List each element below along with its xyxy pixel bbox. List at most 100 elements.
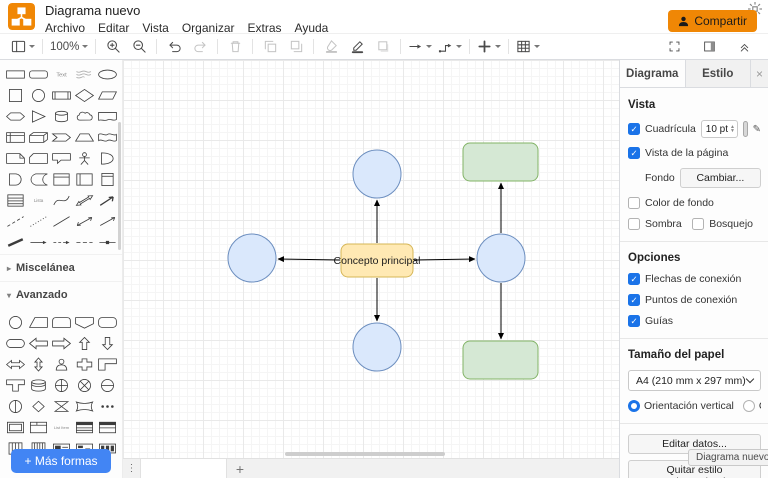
toolbar-shadow-button[interactable] [370, 36, 396, 57]
shape-parallelogram[interactable] [96, 85, 119, 105]
shape-leftright-arrow[interactable] [4, 354, 27, 374]
shape-internal-storage[interactable] [4, 127, 27, 147]
shape-concave[interactable] [73, 396, 96, 416]
shape-circle[interactable] [27, 85, 50, 105]
shape-circle-cross[interactable] [73, 375, 96, 395]
shape-up-arrow[interactable] [73, 333, 96, 353]
toolbar-line-color-button[interactable] [344, 36, 370, 57]
shape-list-item[interactable]: Lista [27, 190, 50, 210]
shape-process[interactable] [50, 85, 73, 105]
shape-textbox[interactable] [73, 64, 96, 84]
checkbox-bosquejo[interactable]: Bosquejo [692, 218, 753, 230]
shape-dashed-line[interactable] [4, 211, 27, 231]
shape-rect[interactable] [4, 64, 27, 84]
shape-arrow[interactable] [27, 232, 50, 252]
shape-and[interactable] [4, 169, 27, 189]
radio-orientacion-vertical[interactable]: Orientación vertical [628, 400, 734, 412]
toolbar-delete-button[interactable] [222, 36, 248, 57]
shape-titled-frame[interactable] [27, 417, 50, 437]
shape-step[interactable] [50, 127, 73, 147]
shape-lined-box[interactable] [73, 417, 96, 437]
diagram-green-node[interactable] [462, 340, 539, 380]
shape-rounded-box[interactable] [96, 312, 119, 332]
shape-cloud[interactable] [73, 106, 96, 126]
shape-rounded-rect[interactable] [27, 64, 50, 84]
toolbar-table-button[interactable] [513, 36, 543, 57]
shape-dotted-line[interactable] [27, 211, 50, 231]
shape-data-storage[interactable] [27, 169, 50, 189]
stepper-icon[interactable]: ▲▼ [730, 124, 735, 134]
shape-tape[interactable] [96, 127, 119, 147]
tab-diagrama[interactable]: Diagrama [620, 60, 686, 87]
shape-directional-arrow[interactable] [96, 211, 119, 231]
toolbar-fill-color-button[interactable] [318, 36, 344, 57]
diagram-center-node[interactable] [340, 243, 414, 278]
toolbar-insert-button[interactable] [474, 36, 504, 57]
document-title[interactable]: Diagrama nuevo [45, 3, 141, 18]
shape-square[interactable] [4, 85, 27, 105]
shape-callout[interactable] [50, 148, 73, 168]
toolbar-collapse-expand-button[interactable] [731, 36, 757, 57]
shape-double-arrow[interactable] [73, 211, 96, 231]
shape-text[interactable]: Text [50, 64, 73, 84]
toolbar-to-front-button[interactable] [257, 36, 283, 57]
shape-actor[interactable] [73, 148, 96, 168]
shape-down-arrow[interactable] [96, 333, 119, 353]
shape-dashed-arrow[interactable] [50, 232, 73, 252]
shape-tee[interactable] [4, 375, 27, 395]
menu-organizar[interactable]: Organizar [181, 21, 235, 35]
checkbox-puntos-de-conexion[interactable]: ✓Puntos de conexión [628, 294, 737, 306]
shape-bidirectional-arrow[interactable] [73, 190, 96, 210]
paper-size-select[interactable]: A4 (210 mm x 297 mm) [628, 370, 761, 391]
shape-line[interactable] [50, 211, 73, 231]
shape-triangle[interactable] [27, 106, 50, 126]
checkbox-cuadricula[interactable]: ✓ Cuadrícula [628, 123, 696, 135]
shape-small-diamond[interactable] [27, 396, 50, 416]
shape-dots[interactable] [96, 396, 119, 416]
menu-extras[interactable]: Extras [247, 21, 282, 35]
pages-menu-icon[interactable]: ⋮ [126, 463, 137, 474]
canvas-horizontal-scrollbar[interactable] [285, 452, 445, 456]
shape-lined-box2[interactable] [96, 417, 119, 437]
shape-hourglass[interactable] [50, 396, 73, 416]
grid-size-input[interactable]: 10 pt ▲▼ [700, 120, 738, 138]
more-shapes-button[interactable]: + Más formas [11, 449, 111, 473]
menu-archivo[interactable]: Archivo [45, 21, 86, 35]
toolbar-to-back-button[interactable] [283, 36, 309, 57]
shape-or[interactable] [96, 148, 119, 168]
shape-user[interactable] [50, 354, 73, 374]
toolbar-connection-button[interactable] [405, 36, 435, 57]
shape-ellipse[interactable] [96, 64, 119, 84]
radio-orientacion-horizontal[interactable]: Orientación [742, 400, 761, 412]
shape-pill[interactable] [4, 333, 27, 353]
shape-container[interactable] [50, 169, 73, 189]
shape-frame[interactable] [4, 417, 27, 437]
shape-circle-plus[interactable] [50, 375, 73, 395]
shape-corner[interactable] [96, 354, 119, 374]
shape-hexagon[interactable] [4, 106, 27, 126]
diagram-circle-node[interactable] [352, 149, 402, 199]
shape-tab-shape[interactable] [50, 312, 73, 332]
shape-document[interactable] [96, 106, 119, 126]
add-page-button[interactable]: + [235, 460, 245, 477]
diagram-circle-node[interactable] [352, 322, 402, 372]
toolbar-diagram-panes-button[interactable] [8, 36, 38, 57]
close-panel-icon[interactable]: × [755, 66, 763, 81]
shape-circle-hline[interactable] [96, 375, 119, 395]
checkbox-vista-pagina[interactable]: ✓ Vista de la página [628, 147, 728, 159]
shape-vertical-container[interactable] [96, 169, 119, 189]
canvas[interactable]: Concepto principal [123, 60, 619, 458]
shape-cylinder[interactable] [50, 106, 73, 126]
diagram-circle-node[interactable] [227, 233, 277, 283]
menu-vista[interactable]: Vista [142, 21, 169, 35]
toolbar-toggle-format-panel-button[interactable] [696, 36, 722, 57]
checkbox-color-fondo[interactable]: Color de fondo [628, 197, 714, 209]
toolbar-redo-button[interactable] [187, 36, 213, 57]
shape-cube[interactable] [27, 127, 50, 147]
pencil-icon[interactable]: ✎ [752, 123, 761, 135]
share-button[interactable]: Compartir [668, 10, 757, 32]
sidebar-scrollbar[interactable] [118, 122, 121, 250]
shape-shield[interactable] [73, 312, 96, 332]
diagram-edge[interactable] [413, 256, 476, 263]
shape-curve[interactable] [50, 190, 73, 210]
